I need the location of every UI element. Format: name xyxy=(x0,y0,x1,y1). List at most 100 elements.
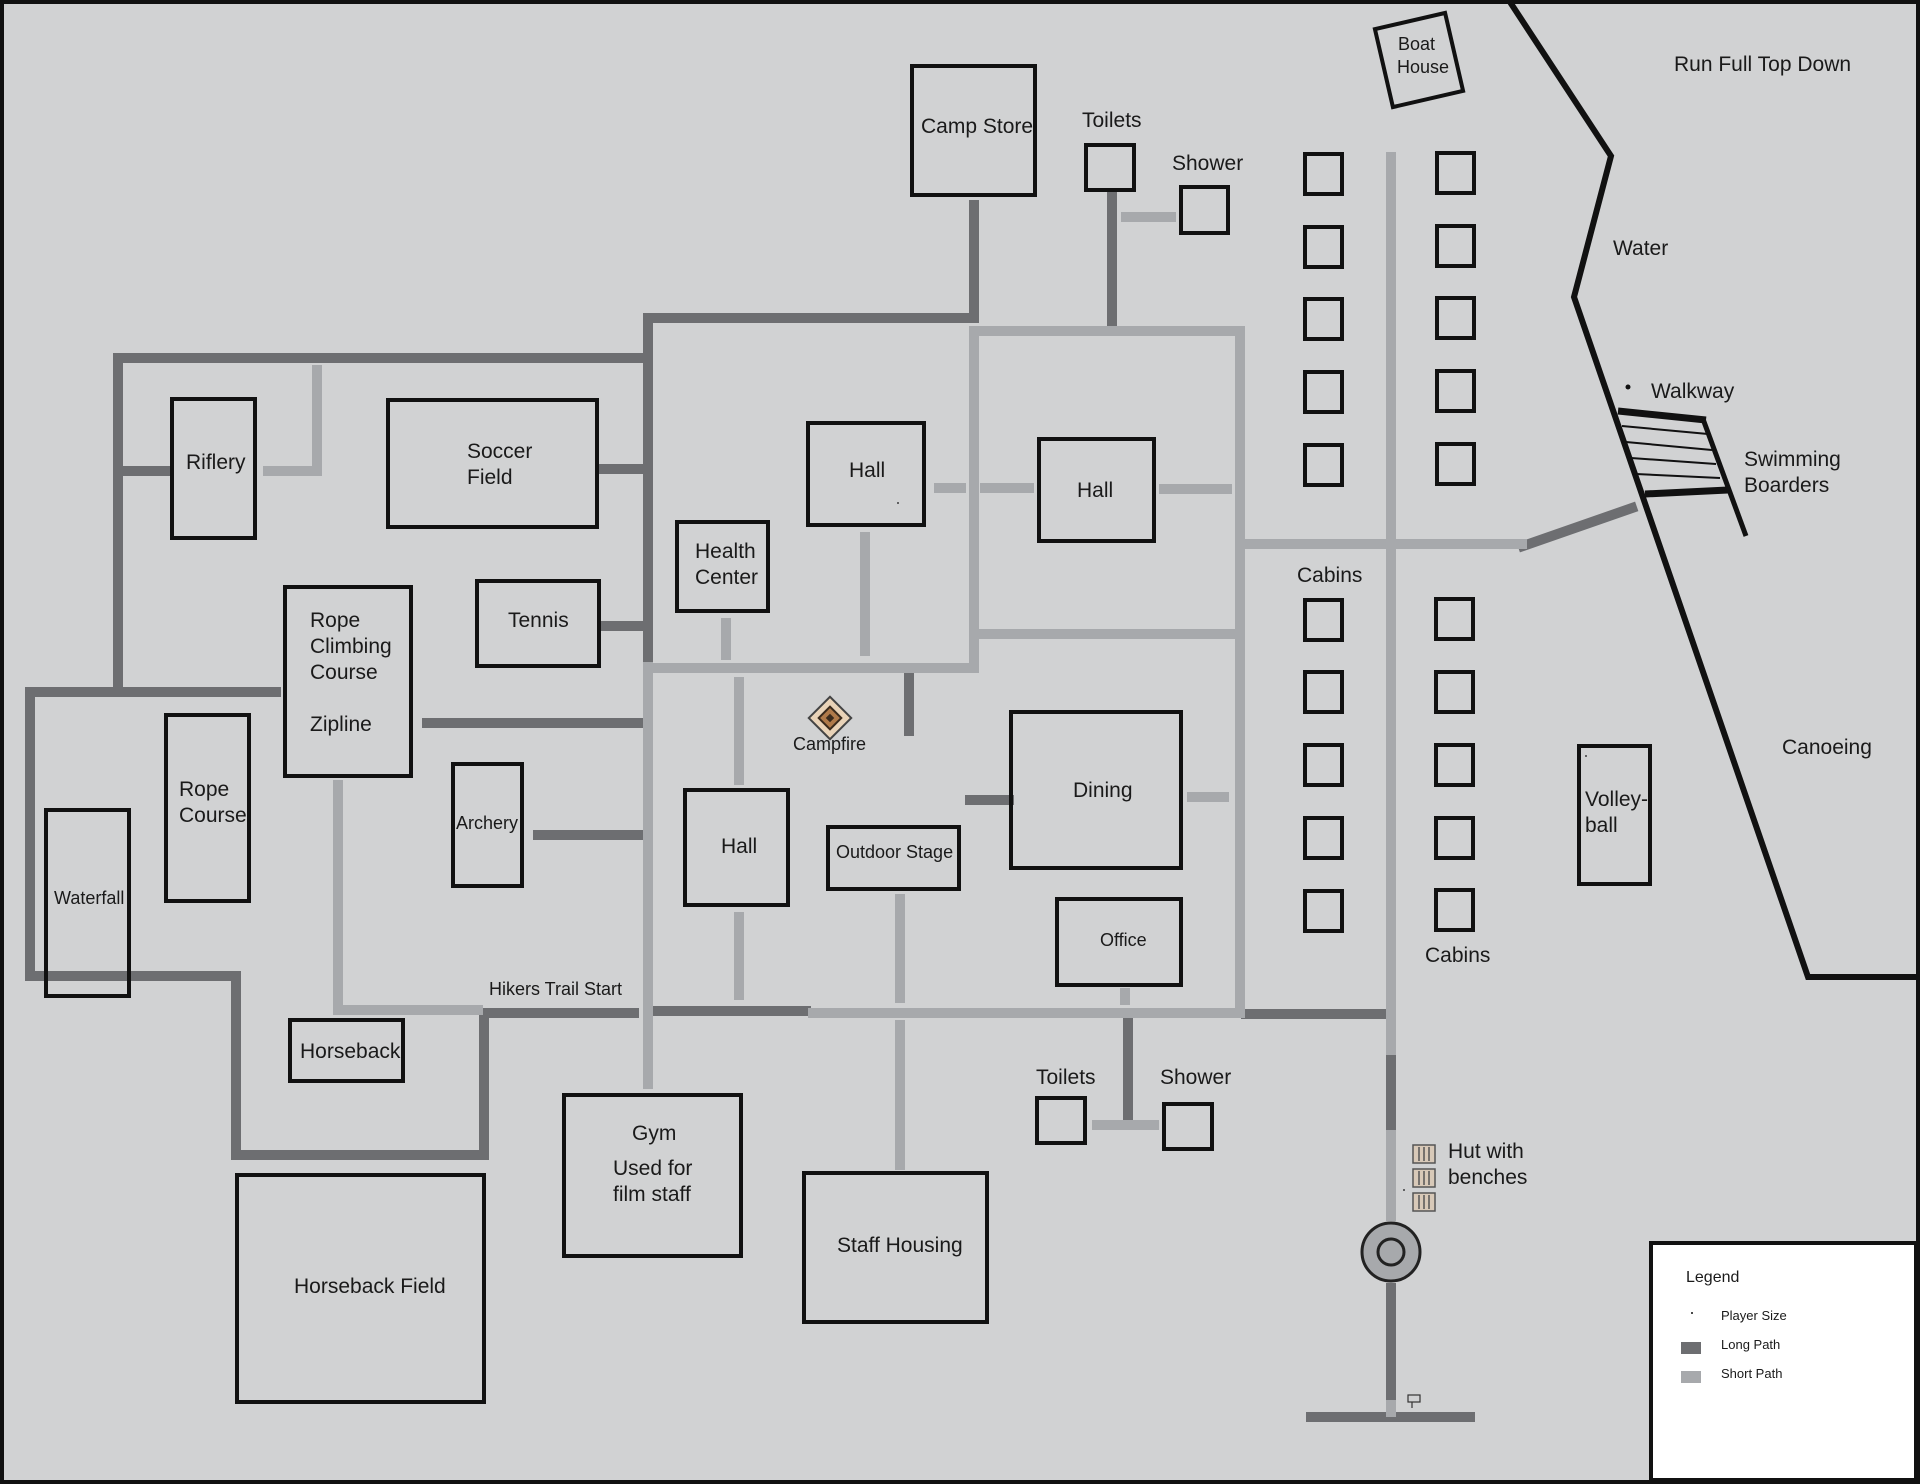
cabin[interactable] xyxy=(1434,816,1475,860)
office-label: Office xyxy=(1100,930,1147,950)
staff-housing[interactable] xyxy=(802,1171,989,1324)
cabin[interactable] xyxy=(1303,889,1344,933)
soccer-label: Soccer xyxy=(467,440,532,463)
swimming-dock xyxy=(1617,407,1749,537)
cabins xyxy=(1303,151,1476,933)
cabin[interactable] xyxy=(1303,225,1344,269)
cabin[interactable] xyxy=(1303,443,1344,487)
cabins-bottom-label: Cabins xyxy=(1425,944,1490,967)
short-paths xyxy=(263,152,1527,1417)
hall-b[interactable] xyxy=(1037,437,1156,543)
legend-long-swatch xyxy=(1681,1342,1701,1354)
cabin[interactable] xyxy=(1303,816,1344,860)
riflery[interactable] xyxy=(170,397,257,540)
toilets-top[interactable] xyxy=(1084,143,1136,192)
horseback-field-label: Horseback Field xyxy=(294,1275,446,1298)
long-path-north-loop xyxy=(643,313,969,667)
player-dot xyxy=(1585,755,1587,757)
cabin[interactable] xyxy=(1434,888,1475,932)
cabin[interactable] xyxy=(1435,369,1476,413)
player-dot xyxy=(1625,384,1631,390)
toilets-top-label: Toilets xyxy=(1082,109,1142,132)
rope-climbing-course[interactable] xyxy=(283,585,413,778)
signpost-icon xyxy=(1407,1394,1421,1408)
player-dot xyxy=(1403,1189,1405,1191)
cabin[interactable] xyxy=(1303,297,1344,341)
cabin[interactable] xyxy=(1434,743,1475,787)
buildings xyxy=(44,10,1652,1404)
cabin[interactable] xyxy=(1435,224,1476,268)
dock-east-rail xyxy=(1700,418,1749,537)
hut-label: Hut with xyxy=(1448,1140,1524,1163)
staff-housing-label: Staff Housing xyxy=(837,1234,963,1257)
short-path-north-loop xyxy=(808,326,1245,1018)
horseback-field[interactable] xyxy=(235,1173,486,1404)
shoreline-line xyxy=(1507,0,1916,980)
cabin[interactable] xyxy=(1303,743,1344,787)
tennis[interactable] xyxy=(475,579,601,668)
rope-course-label-2: Course xyxy=(179,804,247,827)
camp-store[interactable] xyxy=(910,64,1037,197)
soccer-label-2: Field xyxy=(467,466,513,489)
dining[interactable] xyxy=(1009,710,1183,870)
dock-bottom-bar xyxy=(1644,486,1729,498)
cabin[interactable] xyxy=(1434,670,1475,714)
shower-top[interactable] xyxy=(1179,185,1230,235)
archery-label: Archery xyxy=(456,813,518,833)
health-center[interactable] xyxy=(675,520,770,613)
legend-player-size: Player Size xyxy=(1721,1308,1787,1323)
dock-rope-1 xyxy=(1621,425,1709,435)
cabin[interactable] xyxy=(1303,670,1344,714)
hall-c[interactable] xyxy=(683,788,790,907)
outdoor-stage[interactable] xyxy=(826,825,961,891)
volleyball-court[interactable] xyxy=(1577,744,1652,886)
hut-benches-icon[interactable] xyxy=(1412,1144,1436,1212)
waterfall[interactable] xyxy=(44,808,131,998)
legend-box xyxy=(1649,1241,1918,1482)
horseback[interactable] xyxy=(288,1018,405,1083)
archery[interactable] xyxy=(451,762,524,888)
shower-bottom[interactable] xyxy=(1162,1102,1214,1151)
office[interactable] xyxy=(1055,897,1183,987)
tennis-label: Tennis xyxy=(508,609,569,632)
player-dot xyxy=(897,502,899,504)
cabin[interactable] xyxy=(1435,442,1476,486)
toilets-bottom[interactable] xyxy=(1035,1096,1087,1145)
cabin[interactable] xyxy=(1303,598,1344,642)
long-path-southwest-loop xyxy=(25,687,639,1160)
legend: Legend Player Size Long Path Short Path xyxy=(1649,1241,1918,1482)
cabin[interactable] xyxy=(1435,296,1476,340)
dock-top-bar xyxy=(1617,407,1707,424)
gym-label: Gym xyxy=(632,1122,676,1145)
volleyball-label: Volley- xyxy=(1585,788,1648,811)
hall-a[interactable] xyxy=(806,421,926,527)
rope-climb-label: Rope xyxy=(310,609,360,632)
rope-climb-label-3: Course xyxy=(310,661,378,684)
gym-label-3: film staff xyxy=(613,1183,691,1206)
rope-climb-label-2: Climbing xyxy=(310,635,392,658)
dock-rope-3 xyxy=(1630,457,1717,465)
rope-course[interactable] xyxy=(164,713,251,903)
hall-c-label: Hall xyxy=(721,835,757,858)
horseback-label: Horseback xyxy=(300,1040,401,1063)
dock-rope-4 xyxy=(1635,473,1721,479)
campfire-icon[interactable] xyxy=(807,695,853,741)
boat-house[interactable] xyxy=(1372,10,1466,110)
cabin[interactable] xyxy=(1303,370,1344,414)
cabin[interactable] xyxy=(1435,151,1476,195)
dock-rope-2 xyxy=(1625,441,1713,451)
cabin[interactable] xyxy=(1303,152,1344,196)
soccer-field[interactable] xyxy=(386,398,599,529)
shower-top-label: Shower xyxy=(1172,152,1243,175)
riflery-label: Riflery xyxy=(186,451,246,474)
roundabout-icon xyxy=(1360,1221,1422,1283)
zipline-label: Zipline xyxy=(310,713,372,736)
toilets-bottom-label: Toilets xyxy=(1036,1066,1096,1089)
shower-bottom-label: Shower xyxy=(1160,1066,1231,1089)
outdoor-stage-label: Outdoor Stage xyxy=(836,842,953,862)
cabin[interactable] xyxy=(1434,597,1475,641)
gym[interactable] xyxy=(562,1093,743,1258)
hall-b-label: Hall xyxy=(1077,479,1113,502)
